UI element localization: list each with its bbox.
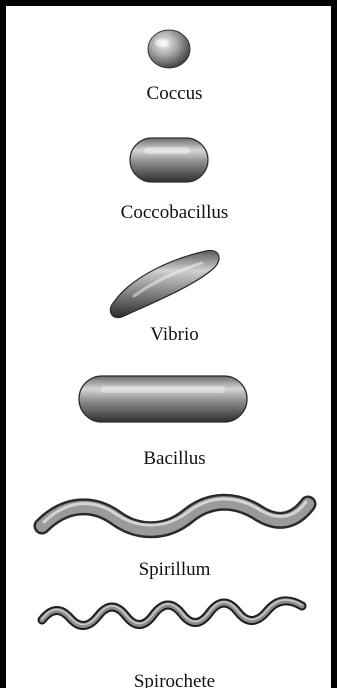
- label-bacillus: Bacillus: [6, 448, 337, 470]
- bacillus-cell: [79, 376, 247, 422]
- label-spirillum: Spirillum: [6, 559, 337, 581]
- spirochete-cell: [42, 600, 302, 626]
- bacteria-shapes: [6, 6, 337, 688]
- label-coccobacillus: Coccobacillus: [6, 202, 337, 224]
- label-spirochete: Spirochete: [6, 671, 337, 688]
- vibrio-cell: [110, 250, 219, 317]
- label-coccus: Coccus: [6, 83, 337, 105]
- spirillum-cell: [42, 499, 308, 530]
- coccobacillus-cell: [130, 138, 208, 182]
- coccus-cell: [148, 30, 190, 68]
- label-vibrio: Vibrio: [6, 324, 337, 346]
